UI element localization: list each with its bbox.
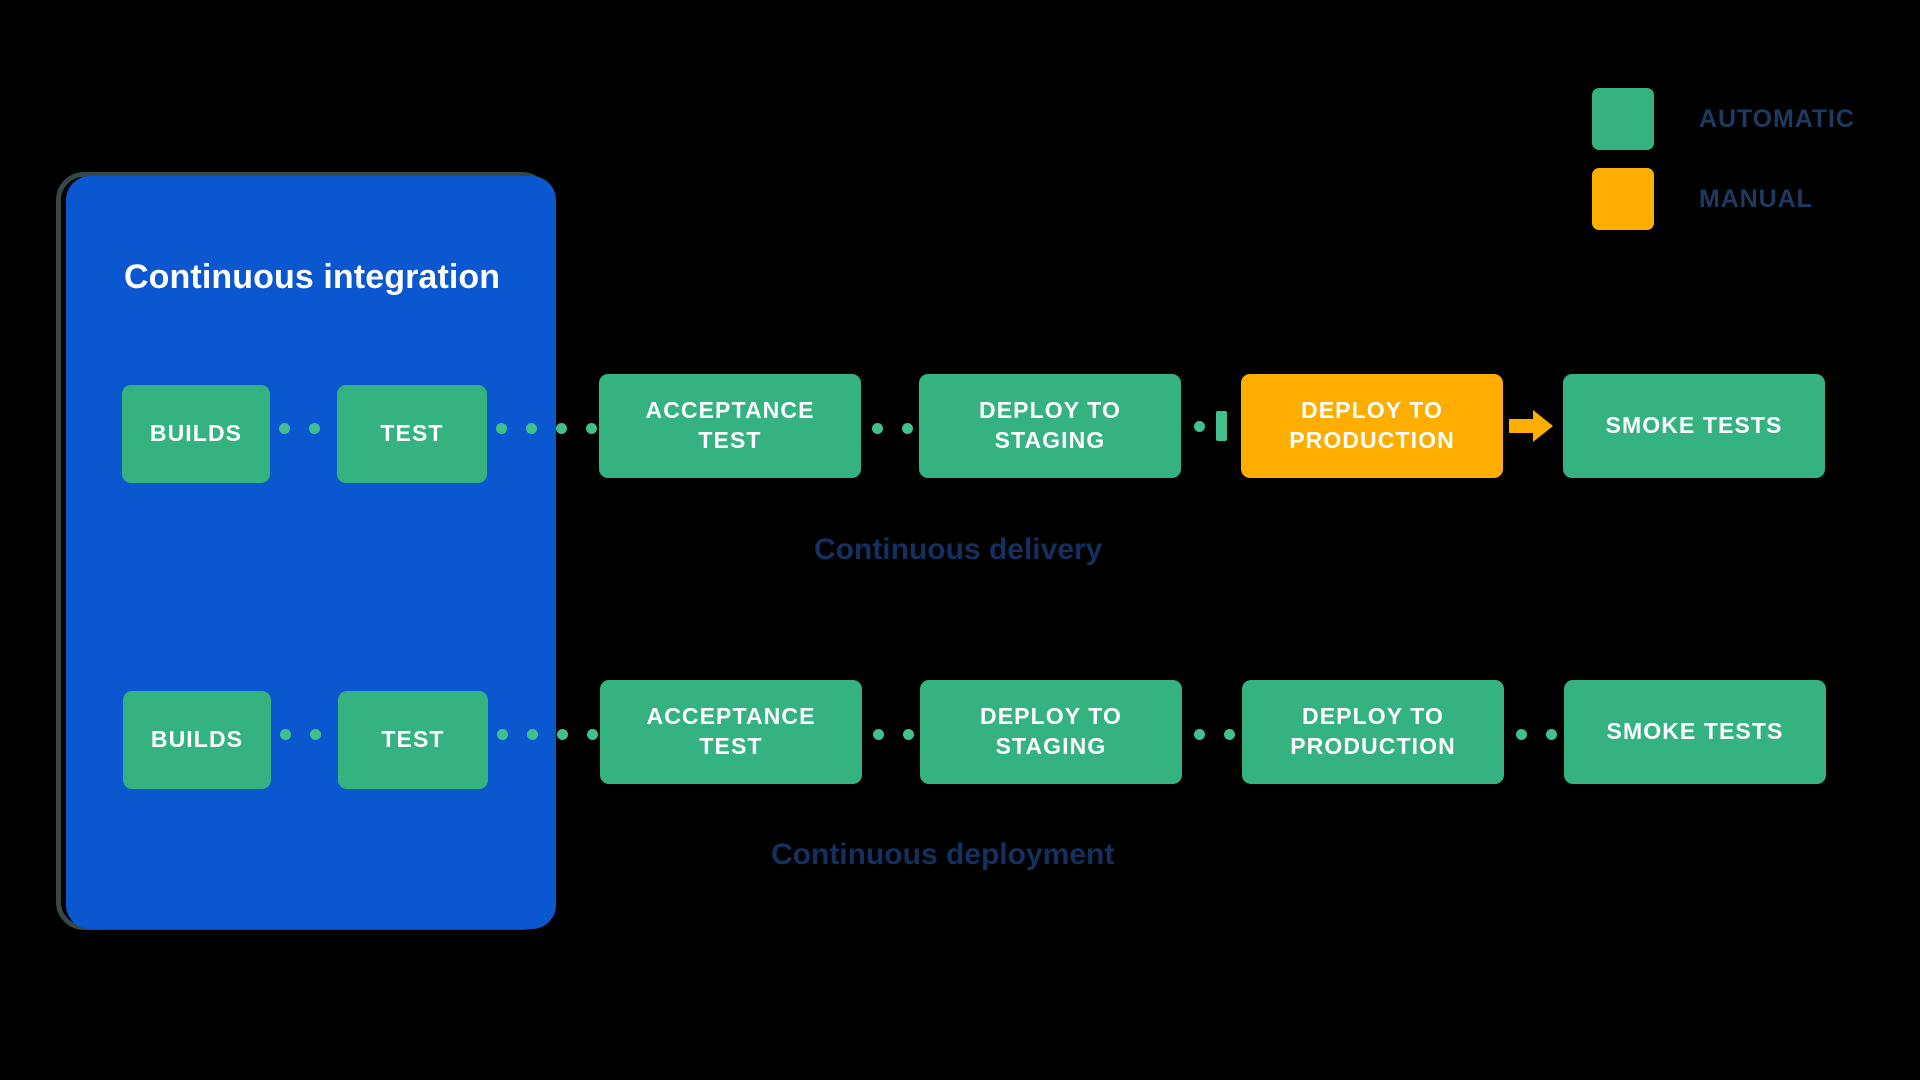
legend-item-automatic: AUTOMATIC <box>1592 88 1855 150</box>
ci-container <box>66 176 556 929</box>
stage-deploy-to-production-delivery[interactable]: DEPLOY TO PRODUCTION <box>1241 374 1503 478</box>
stage-smoke-tests-deployment[interactable]: SMOKE TESTS <box>1564 680 1826 784</box>
stage-label: SMOKE TESTS <box>1606 718 1784 745</box>
connector-stub-1-4 <box>1216 411 1227 441</box>
stage-label: DEPLOY TO PRODUCTION <box>1290 703 1456 759</box>
stage-acceptance-test-delivery[interactable]: ACCEPTANCE TEST <box>599 374 861 478</box>
connector-dot-1-4 <box>1194 421 1205 432</box>
stage-label: BUILDS <box>149 420 243 447</box>
legend-swatch-automatic <box>1592 88 1654 150</box>
stage-deploy-to-production-deployment[interactable]: DEPLOY TO PRODUCTION <box>1242 680 1504 784</box>
ci-title: Continuous integration <box>124 258 501 296</box>
arrow-shaft <box>1509 419 1533 433</box>
stage-label: DEPLOY TO STAGING <box>979 397 1121 453</box>
legend-item-manual: MANUAL <box>1592 168 1855 230</box>
flow-caption-continuous-deployment: Continuous deployment <box>771 838 1115 871</box>
stage-label: BUILDS <box>150 726 244 753</box>
legend-swatch-manual <box>1592 168 1654 230</box>
connector-arrow-1-5 <box>1509 410 1553 442</box>
stage-deploy-to-staging-deployment[interactable]: DEPLOY TO STAGING <box>920 680 1182 784</box>
stage-label: ACCEPTANCE TEST <box>646 703 816 759</box>
stage-acceptance-test-deployment[interactable]: ACCEPTANCE TEST <box>600 680 862 784</box>
stage-builds-deployment[interactable]: BUILDS <box>123 691 271 789</box>
flow-caption-continuous-delivery: Continuous delivery <box>814 533 1103 566</box>
legend-label-manual: MANUAL <box>1699 184 1813 213</box>
stage-label: DEPLOY TO PRODUCTION <box>1289 397 1455 453</box>
stage-deploy-to-staging-delivery[interactable]: DEPLOY TO STAGING <box>919 374 1181 478</box>
stage-label: ACCEPTANCE TEST <box>645 397 815 453</box>
stage-label: DEPLOY TO STAGING <box>980 703 1122 759</box>
stage-label: TEST <box>381 726 445 753</box>
stage-label: TEST <box>380 420 444 447</box>
stage-smoke-tests-delivery[interactable]: SMOKE TESTS <box>1563 374 1825 478</box>
stage-test-delivery[interactable]: TEST <box>337 385 487 483</box>
stage-builds-delivery[interactable]: BUILDS <box>122 385 270 483</box>
legend: AUTOMATIC MANUAL <box>1592 88 1855 248</box>
arrow-head-icon <box>1533 410 1553 442</box>
stage-test-deployment[interactable]: TEST <box>338 691 488 789</box>
stage-label: SMOKE TESTS <box>1605 412 1783 439</box>
legend-label-automatic: AUTOMATIC <box>1699 104 1855 133</box>
